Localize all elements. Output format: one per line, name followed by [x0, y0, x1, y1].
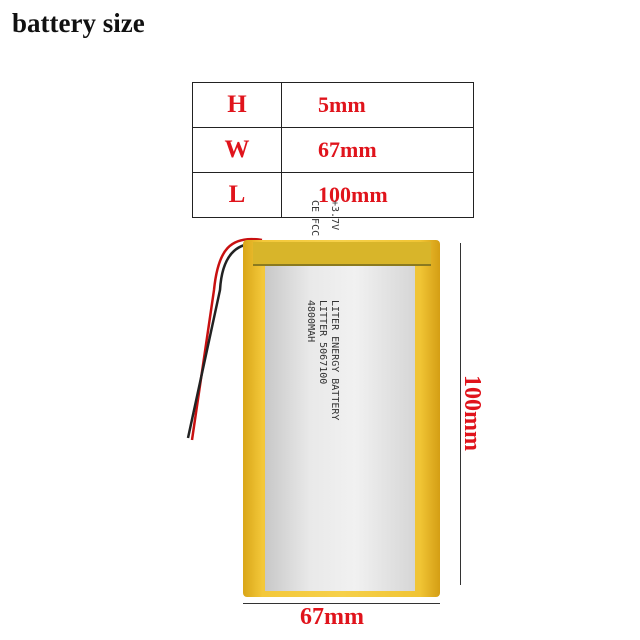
row-key: W: [192, 127, 282, 173]
row-value: 5mm: [281, 82, 474, 128]
battery-pcb: [253, 242, 431, 266]
page-title: battery size: [12, 8, 145, 38]
row-value: 100mm: [281, 172, 474, 218]
battery-cell: [265, 266, 415, 591]
battery-image: [243, 240, 440, 597]
row-key: H: [192, 82, 282, 128]
length-dimension-line: [460, 243, 461, 585]
row-key: L: [192, 172, 282, 218]
width-dimension-line: [243, 603, 440, 604]
width-label: 67mm: [300, 604, 364, 630]
length-label: 100mm: [459, 375, 485, 451]
battery-label: LITER ENERGY BATTERY LITTER 5067100 4800…: [305, 200, 340, 421]
label-brand: LITER ENERGY BATTERY: [329, 300, 340, 421]
